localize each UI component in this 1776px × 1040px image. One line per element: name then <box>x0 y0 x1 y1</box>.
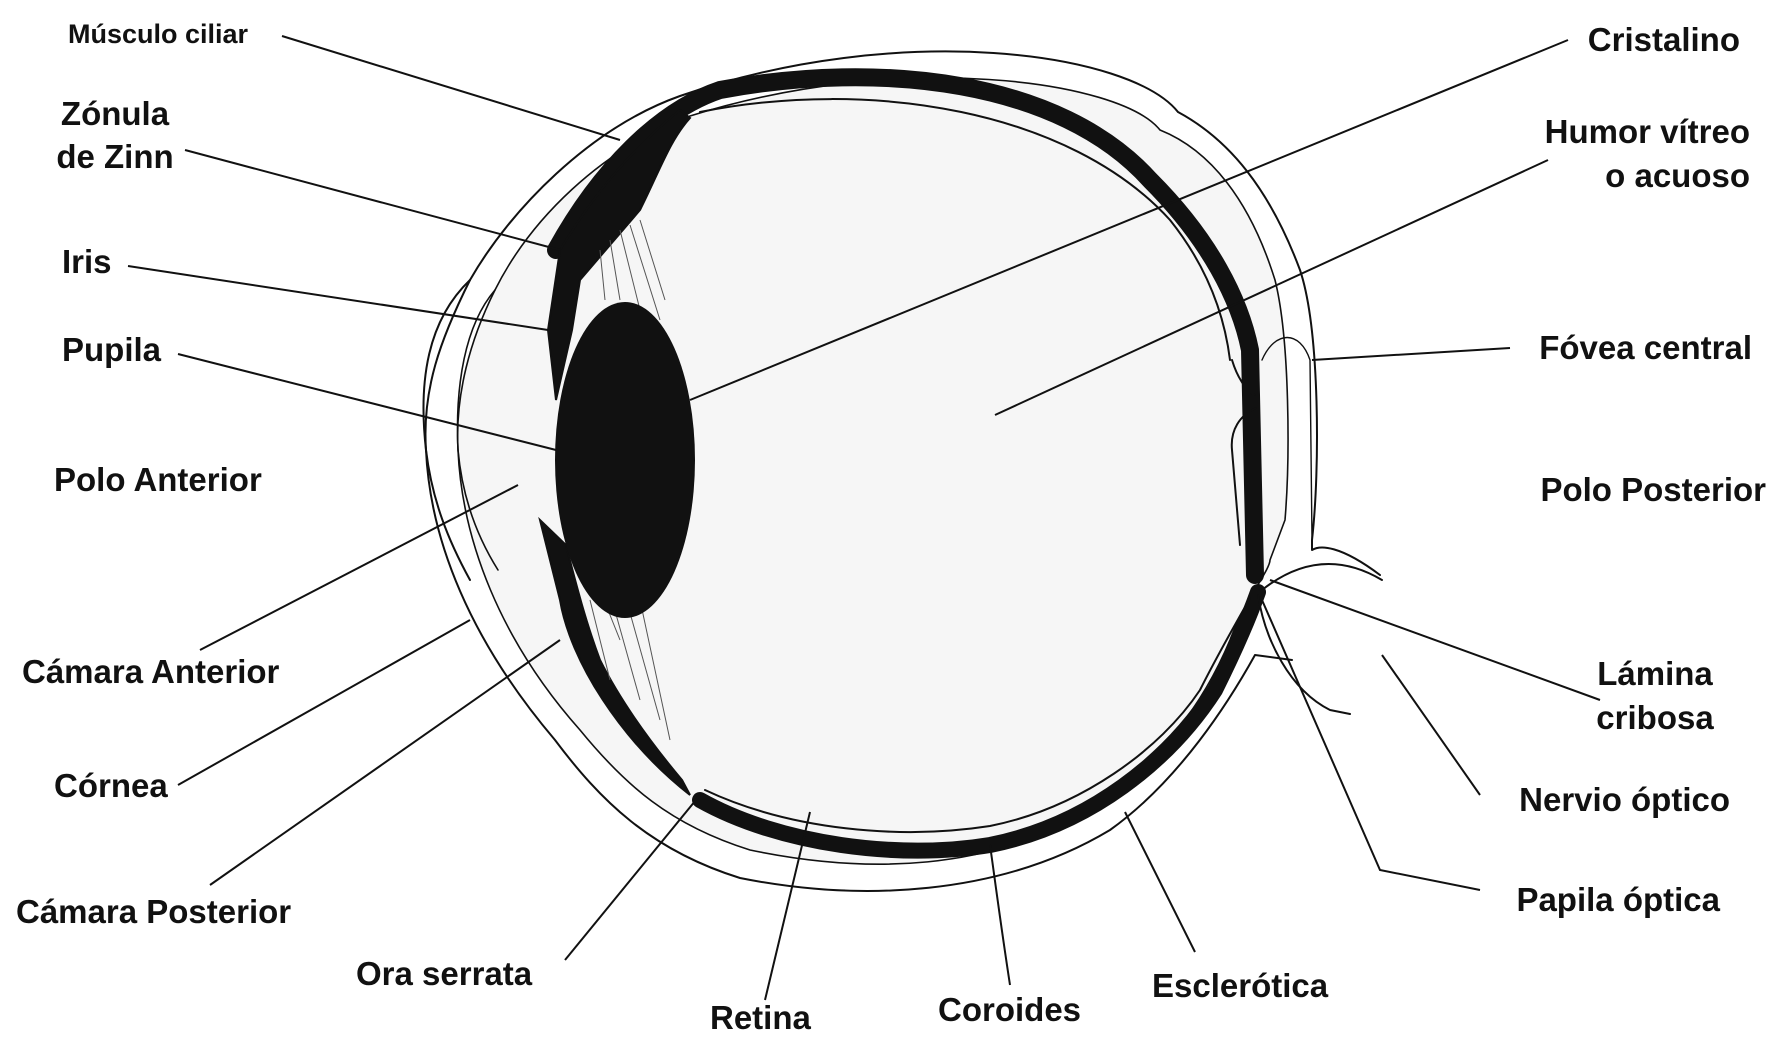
label-lamina-line1: Lámina <box>1570 652 1740 696</box>
leader-esclerotica <box>1125 812 1195 952</box>
label-fovea-central: Fóvea central <box>1480 326 1752 370</box>
label-lamina-line2: cribosa <box>1570 696 1740 740</box>
label-nervio-optico: Nervio óptico <box>1470 778 1730 822</box>
leader-nervio <box>1382 655 1480 795</box>
label-polo-posterior: Polo Posterior <box>1480 468 1766 512</box>
leader-camara-anterior <box>200 485 518 650</box>
label-pupila: Pupila <box>62 328 161 372</box>
label-humor-line2: o acuoso <box>1480 154 1750 198</box>
optic-nerve <box>1258 564 1382 714</box>
leader-cornea <box>178 620 470 785</box>
label-retina: Retina <box>710 996 811 1040</box>
label-camara-posterior: Cámara Posterior <box>16 890 291 934</box>
label-ora-serrata: Ora serrata <box>356 952 532 996</box>
leader-musculo-ciliar <box>282 36 620 140</box>
label-cristalino: Cristalino <box>1540 18 1740 62</box>
label-papila-optica: Papila óptica <box>1470 878 1720 922</box>
label-zonula-line1: Zónula <box>40 92 190 136</box>
label-coroides: Coroides <box>938 988 1081 1032</box>
label-polo-anterior: Polo Anterior <box>54 458 262 502</box>
label-humor-line1: Humor vítreo <box>1480 110 1750 154</box>
label-musculo-ciliar: Músculo ciliar <box>68 12 248 56</box>
leader-zonula <box>185 150 560 250</box>
leader-coroides <box>990 845 1010 985</box>
leader-iris <box>128 266 548 330</box>
label-esclerotica: Esclerótica <box>1152 964 1328 1008</box>
label-zonula-line2: de Zinn <box>40 135 190 179</box>
label-camara-anterior: Cámara Anterior <box>22 650 279 694</box>
leader-ora-serrata <box>565 795 700 960</box>
label-iris: Iris <box>62 240 112 284</box>
leader-lamina <box>1270 580 1600 700</box>
lens <box>555 302 695 618</box>
label-cornea: Córnea <box>54 764 168 808</box>
